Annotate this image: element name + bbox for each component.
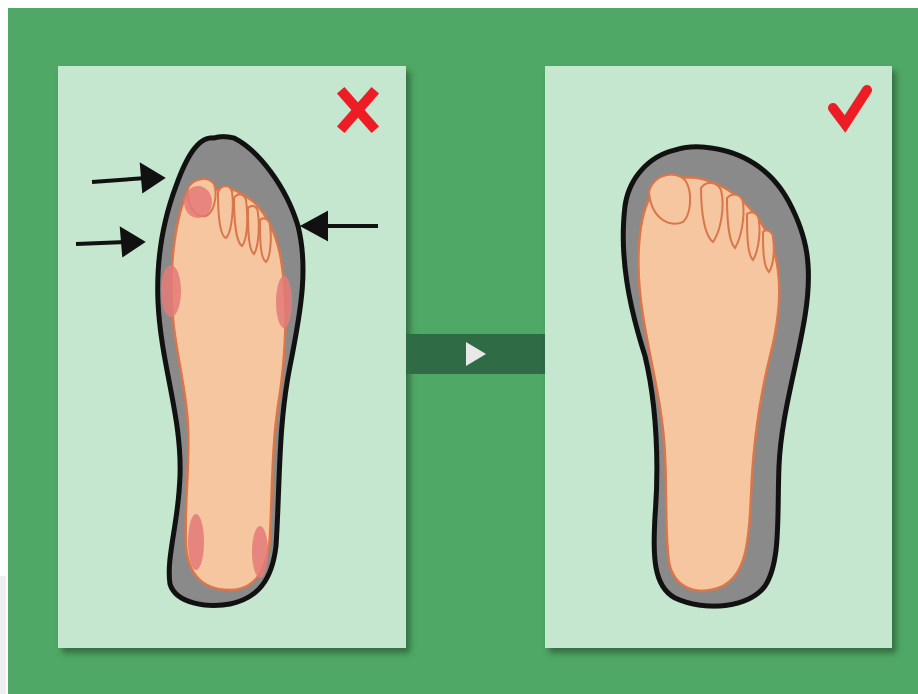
rounded-shoe-illustration (545, 66, 892, 648)
arrow-right-icon (92, 166, 162, 190)
panel-correct-shoe (545, 66, 892, 648)
connector-bar (406, 334, 545, 374)
illustration-frame (8, 8, 918, 694)
arrow-right-icon (76, 230, 142, 254)
side-strip (0, 576, 6, 694)
pointed-shoe-illustration (58, 66, 406, 648)
red-x-icon (344, 94, 372, 126)
arrow-left-icon (304, 214, 378, 238)
play-arrow-icon[interactable] (466, 342, 486, 366)
red-check-icon (833, 90, 867, 124)
panel-incorrect-shoe (58, 66, 406, 648)
